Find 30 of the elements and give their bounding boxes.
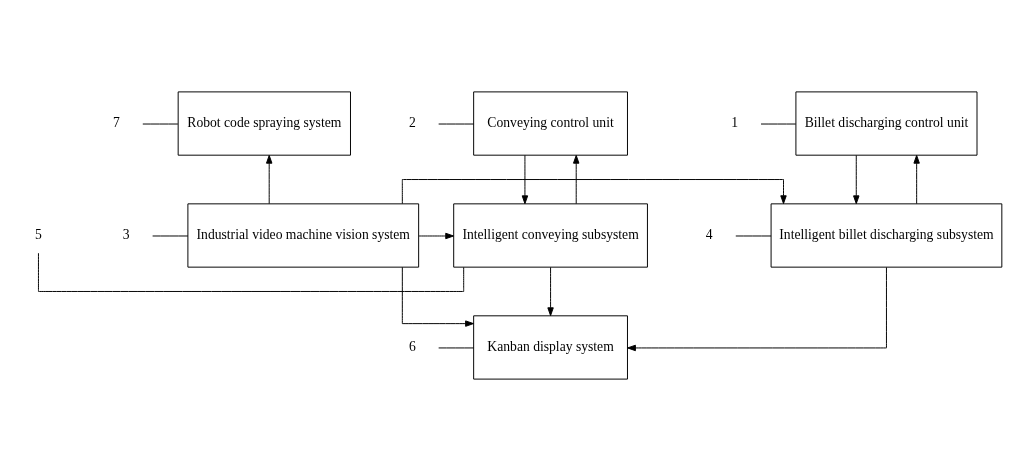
arrow xyxy=(418,232,454,239)
arrow xyxy=(401,178,787,204)
connector xyxy=(152,235,189,236)
node-box: Industrial video machine vision system xyxy=(187,202,420,268)
node-text: 2 xyxy=(408,114,416,130)
connector xyxy=(438,123,475,124)
arrow xyxy=(573,154,580,204)
node-text: 7 xyxy=(112,114,120,130)
arrow xyxy=(913,154,920,204)
node-text: 6 xyxy=(408,338,416,354)
arrow xyxy=(521,154,529,204)
arrow xyxy=(266,154,273,204)
node-text: 3 xyxy=(122,226,130,242)
arrow xyxy=(853,154,860,204)
connector xyxy=(735,235,772,236)
connector xyxy=(438,346,475,348)
connector xyxy=(760,123,797,124)
node-text: 5 xyxy=(35,226,42,242)
arrow xyxy=(547,266,554,316)
node-box: Conveying control unit xyxy=(473,90,628,156)
node-box: Robot code spraying system xyxy=(177,90,351,156)
node-text: 4 xyxy=(705,226,713,242)
arrow xyxy=(401,266,474,327)
connector xyxy=(37,252,465,292)
node-box: Intelligent billet discharging subsystem xyxy=(770,202,1003,268)
arrow xyxy=(627,266,887,351)
node-box: Intelligent conveying subsystem xyxy=(453,202,648,268)
node-box: Kanban display system xyxy=(473,314,628,380)
node-box: Billet discharging control unit xyxy=(795,90,978,156)
node-text: 1 xyxy=(731,114,738,130)
